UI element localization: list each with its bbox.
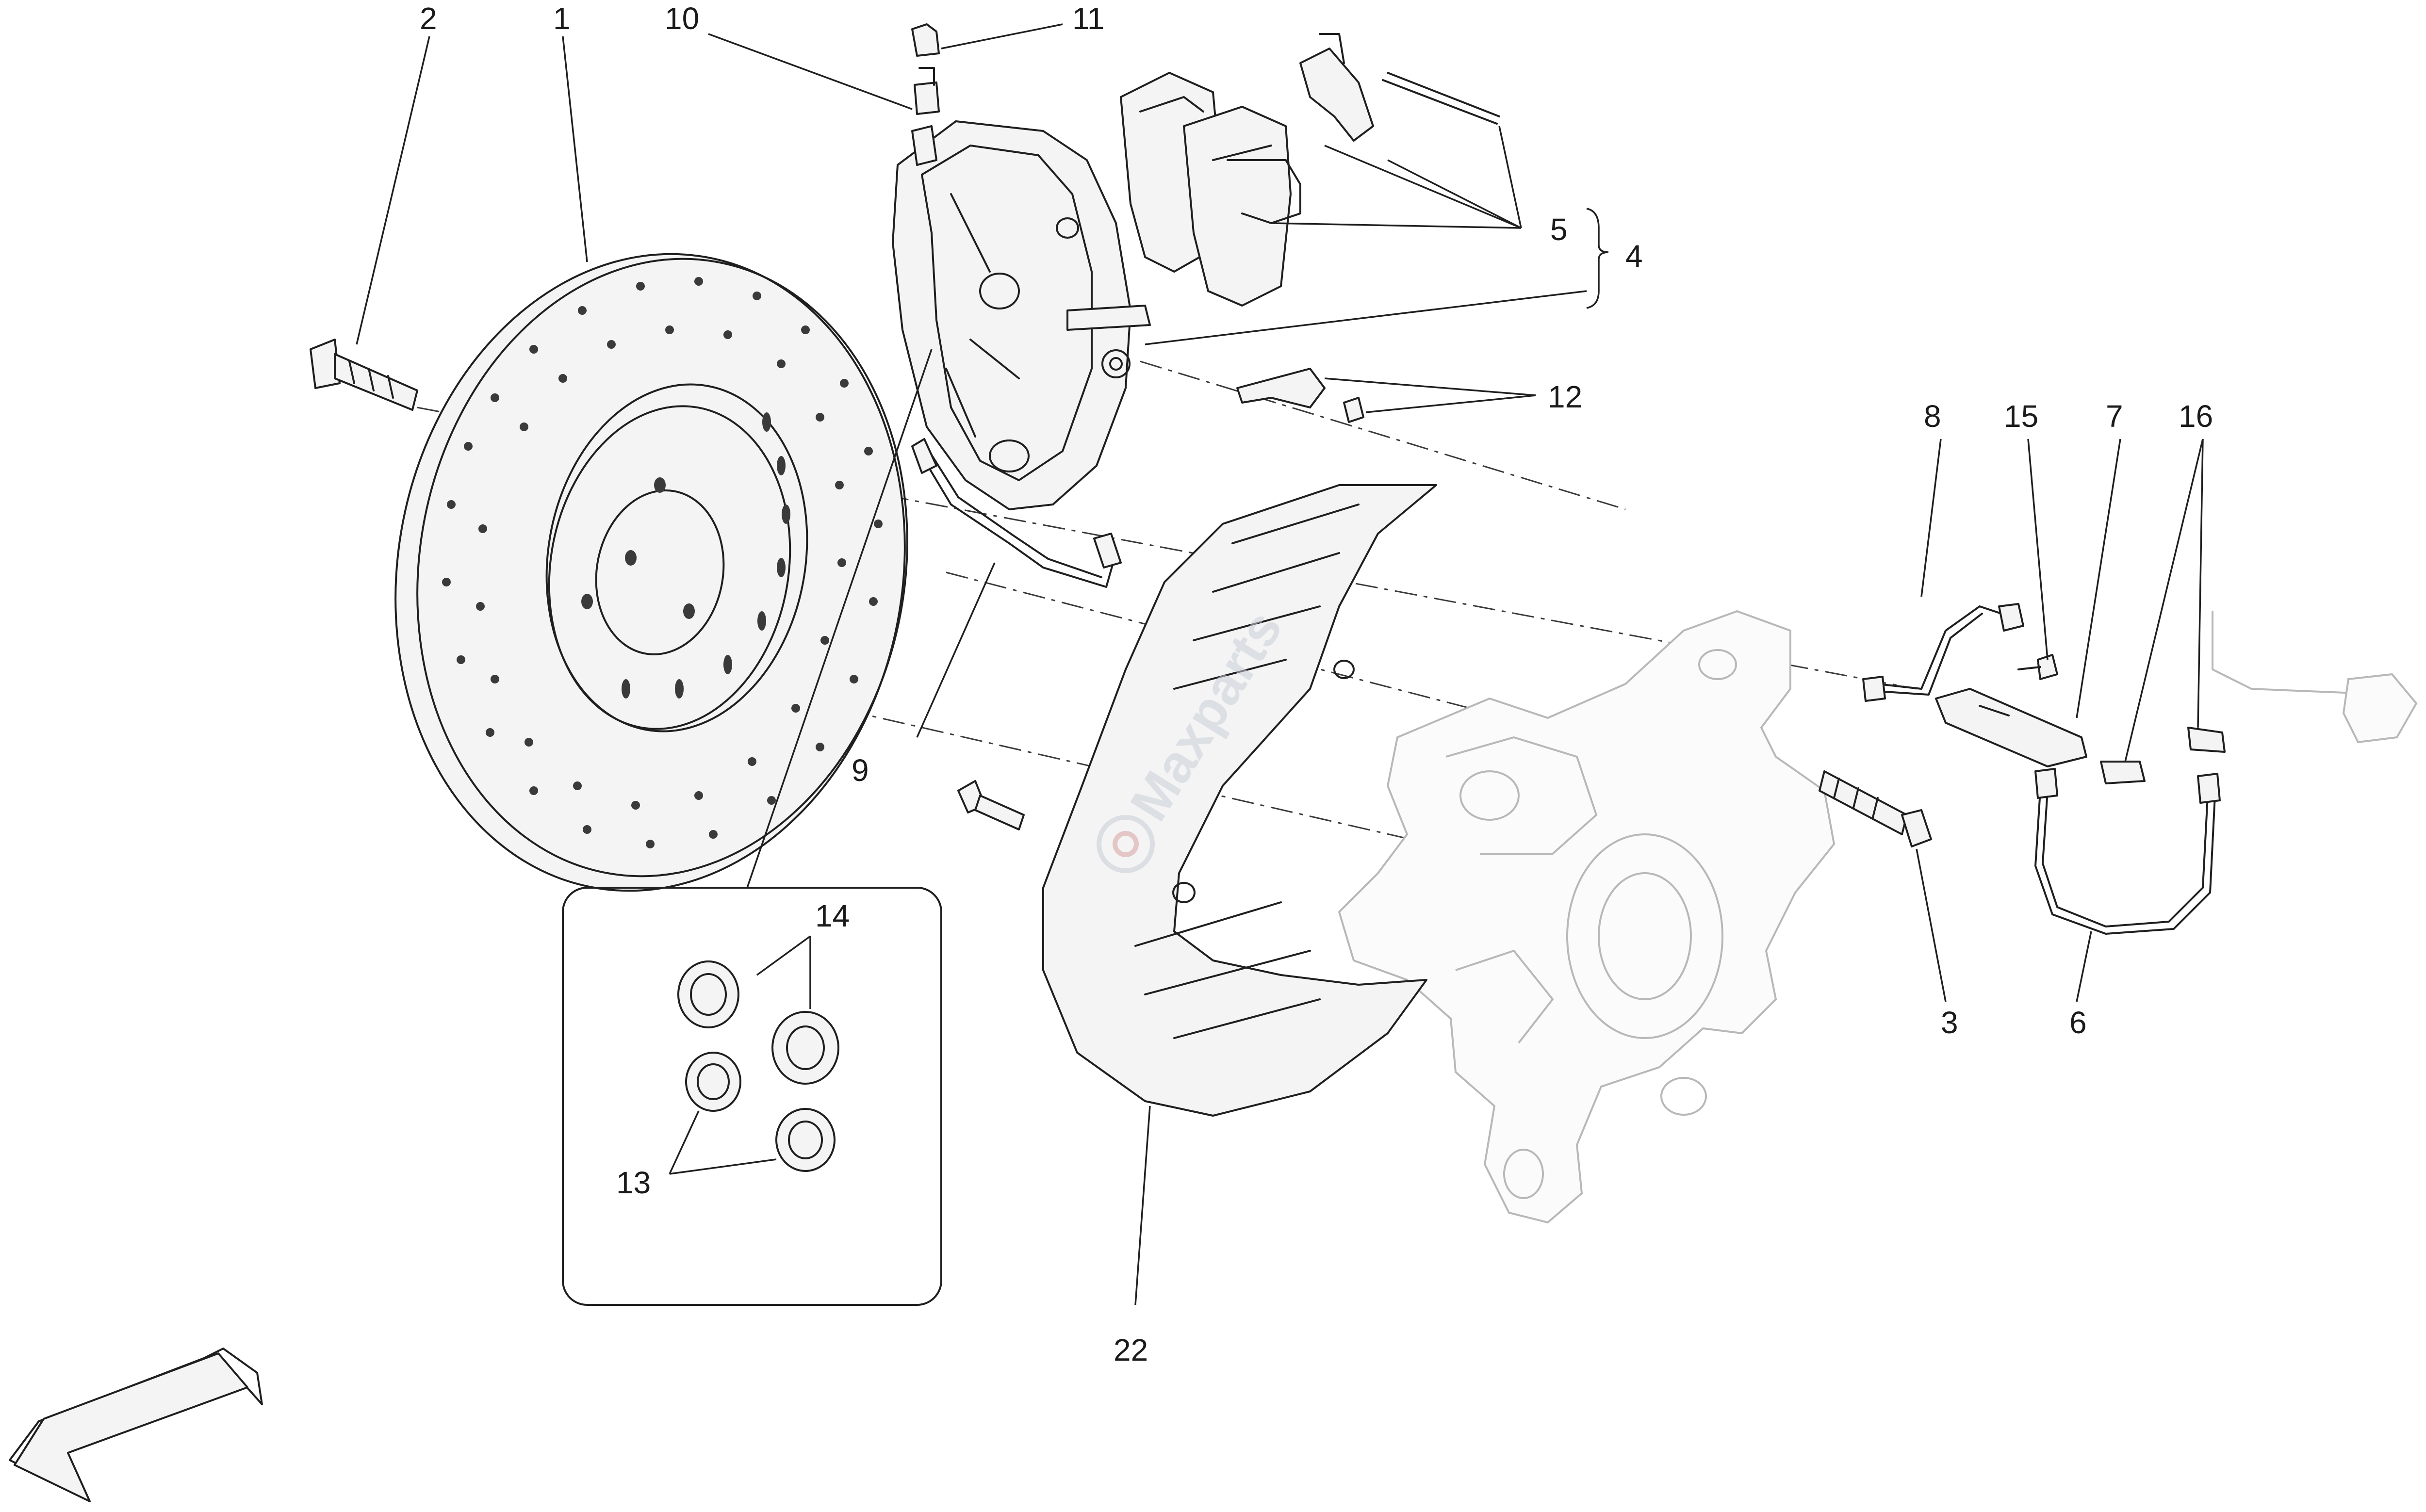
- callout-14: 14: [815, 898, 850, 933]
- hub-carrier: [1338, 610, 1836, 1224]
- brake-caliper: [892, 120, 1151, 510]
- callout-10: 10: [665, 1, 699, 36]
- bleed-screw: [911, 23, 940, 115]
- shield-screw: [957, 780, 1025, 830]
- caliper-bracket: [1236, 368, 1364, 423]
- callout-4: 4: [1625, 239, 1643, 274]
- direction-arrow-icon: [9, 1348, 263, 1502]
- abs-sensor-wire: [2212, 611, 2418, 744]
- callout-22: 22: [1114, 1333, 1148, 1367]
- disc-fixing-screw: [310, 339, 418, 411]
- callout-8: 8: [1924, 399, 1941, 434]
- brake-pipe: [911, 438, 1122, 588]
- callout-11: 11: [1072, 1, 1104, 36]
- callout-3: 3: [1941, 1005, 1958, 1040]
- callout-1: 1: [553, 1, 571, 36]
- brake-pads: [1120, 72, 1301, 307]
- brake-disc: [394, 253, 908, 892]
- callout-12: 12: [1548, 379, 1582, 414]
- callout-6: 6: [2069, 1005, 2087, 1040]
- callout-13: 13: [616, 1165, 651, 1200]
- flexible-hose: [2034, 768, 2221, 935]
- hose-bracket: [1935, 654, 2087, 767]
- callout-15: 15: [2004, 399, 2038, 434]
- disc-bell-slots: [581, 412, 790, 699]
- callout-7: 7: [2106, 399, 2123, 434]
- callout-9: 9: [852, 753, 869, 788]
- seal-kit-detail-box: [562, 887, 942, 1306]
- leader-lines: [356, 23, 2204, 1305]
- pad-spring-clip: [1299, 33, 1500, 142]
- disc-drill-holes: [442, 277, 883, 848]
- callout-labels: 2 1 10 11 5 4 12 8 15 7 16 9 14 13 3 6 2…: [420, 1, 2213, 1367]
- dust-shield: [1042, 484, 1437, 1117]
- callout-16: 16: [2179, 399, 2213, 434]
- short-brake-pipe: [1862, 603, 2024, 702]
- retaining-clips: [2100, 727, 2226, 784]
- caliper-mounting-bolt: [1819, 770, 1932, 847]
- callout-2: 2: [420, 1, 437, 36]
- callout-5: 5: [1550, 212, 1568, 247]
